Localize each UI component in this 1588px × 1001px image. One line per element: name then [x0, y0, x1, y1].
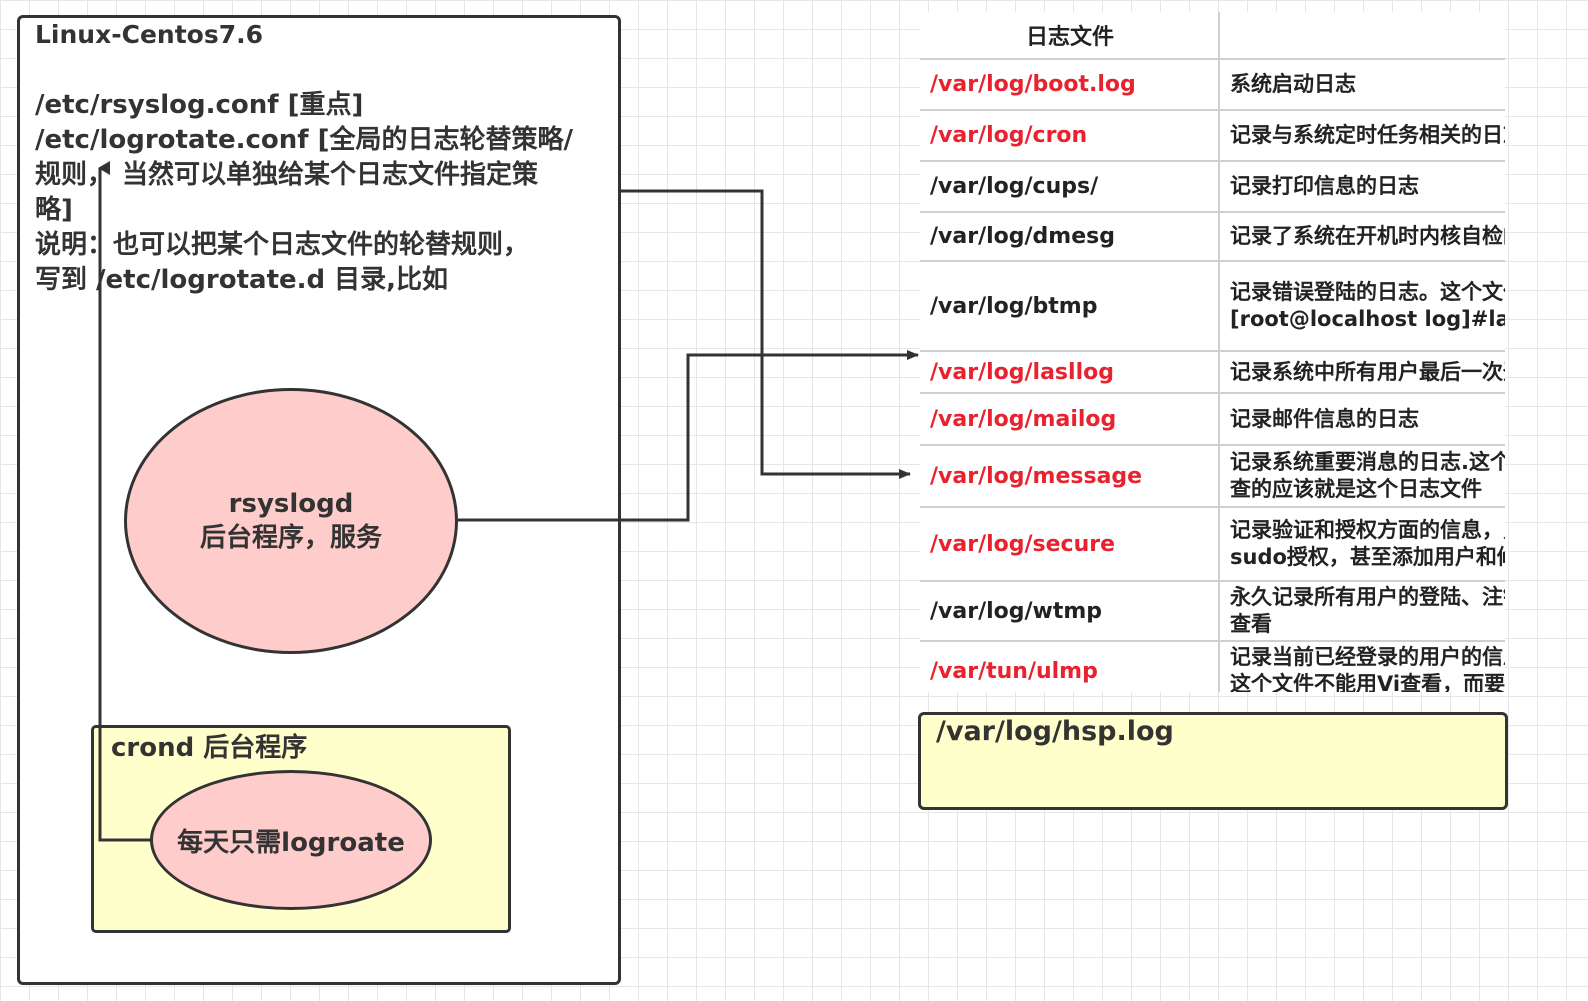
description-line: 记录错误登陆的日志。这个文件 [1230, 280, 1505, 304]
desc-line: 说明：也可以把某个日志文件的轮替规则， [35, 230, 530, 260]
description-line: 这个文件不能用Vi查看，而要 [1230, 672, 1505, 692]
description-line: [root@localhost log]#lastb [1230, 307, 1505, 331]
log-file-description: 永久记录所有用户的登陆、注销查看 [1219, 581, 1505, 642]
description-line: 记录系统中所有用户最后一次登 [1230, 359, 1505, 384]
desc-line: 略] [35, 195, 73, 225]
description-line: sudo授权，甚至添加用户和修 [1230, 545, 1505, 569]
description-line: 记录与系统定时任务相关的日志 [1230, 123, 1505, 147]
hsp-log-label: /var/log/hsp.log [936, 716, 1174, 747]
table-row: /var/log/dmesg 记录了系统在开机时内核自检的 [920, 212, 1505, 262]
header-description [1219, 12, 1505, 60]
table-row: /var/log/boot.log 系统启动日志 [920, 59, 1505, 111]
desc-line: 写到 /etc/logrotate.d 目录,比如 [35, 265, 449, 295]
log-file-path: /var/log/boot.log [920, 59, 1220, 111]
connector-logroate-to-config [98, 161, 152, 842]
table-row: /var/log/btmp 记录错误登陆的日志。这个文件 [root@localho… [920, 261, 1505, 352]
log-file-description: 记录验证和授权方面的信息，只 sudo授权，甚至添加用户和修 [1219, 507, 1505, 582]
table-row: /var/log/mailog 记录邮件信息的日志 [920, 393, 1505, 446]
log-file-description: 记录当前已经登录的用户的信息这个文件不能用Vi查看，而要 [1219, 641, 1505, 692]
linux-box-title: Linux-Centos7.6 [35, 20, 263, 49]
logroate-ellipse[interactable]: 每天只需logroate [150, 770, 432, 910]
log-file-path: /var/log/cups/ [920, 161, 1220, 213]
table-row: /var/log/cups/记录打印信息的日志 [920, 161, 1505, 213]
log-file-description: 记录系统中所有用户最后一次登 [1219, 351, 1505, 394]
log-file-path: /var/log/message [920, 445, 1220, 508]
description-line: 记录打印信息的日志 [1230, 174, 1419, 198]
description-line: 记录系统重要消息的日志.这个 [1230, 450, 1505, 474]
log-file-description: 记录了系统在开机时内核自检的 [1219, 212, 1505, 262]
description-line: 记录验证和授权方面的信息，只 [1230, 518, 1505, 542]
rsyslogd-label: rsyslogd [228, 489, 354, 519]
desc-line: 规则， 当然可以单独给某个日志文件指定策 [35, 160, 539, 190]
log-file-description: 记录与系统定时任务相关的日志 [1219, 110, 1505, 162]
connector-config-to-message [621, 189, 911, 479]
table-header-row: 日志文件 [920, 12, 1505, 60]
rsyslogd-ellipse[interactable]: rsyslogd 后台程序，服务 [124, 388, 458, 654]
desc-line: /etc/rsyslog.conf [重点] [35, 90, 364, 120]
log-file-path: /var/log/lasllog [920, 351, 1220, 394]
description-line: 查看 [1230, 612, 1272, 636]
log-file-table: 日志文件 /var/log/boot.log 系统启动日志/var/log/cro… [920, 12, 1505, 692]
log-file-path: /var/log/btmp [920, 261, 1220, 352]
log-file-path: /var/log/cron [920, 110, 1220, 162]
log-file-path: /var/log/wtmp [920, 581, 1220, 642]
description-line: 系统启动日志 [1230, 72, 1356, 96]
table-row: /var/log/secure 记录验证和授权方面的信息，只 sudo授权，甚至添加… [920, 507, 1505, 582]
logroate-label: 每天只需logroate [177, 827, 405, 858]
table-row: /var/log/lasllog 记录系统中所有用户最后一次登 [920, 351, 1505, 394]
crond-title: crond 后台程序 [111, 733, 308, 763]
connector-rsyslogd-to-lasllog [458, 350, 919, 522]
log-file-path: /var/log/dmesg [920, 212, 1220, 262]
rsyslogd-sublabel: 后台程序，服务 [199, 523, 382, 553]
log-file-path: /var/log/mailog [920, 393, 1220, 446]
log-file-description: 记录邮件信息的日志 [1219, 393, 1505, 446]
description-line: 记录了系统在开机时内核自检的 [1230, 224, 1505, 248]
description-line: 查的应该就是这个日志文件 [1230, 477, 1482, 501]
description-line: 记录邮件信息的日志 [1230, 406, 1419, 431]
desc-line: /etc/logrotate.conf [全局的日志轮替策略/ [35, 125, 573, 155]
log-file-description: 记录系统重要消息的日志.这个查的应该就是这个日志文件 [1219, 445, 1505, 508]
log-file-description: 记录错误登陆的日志。这个文件 [root@localhost log]#lastb [1219, 261, 1505, 352]
log-file-path: /var/tun/ulmp [920, 641, 1220, 692]
description-line: 记录当前已经登录的用户的信息 [1230, 645, 1505, 669]
log-file-description: 记录打印信息的日志 [1219, 161, 1505, 213]
header-log-file: 日志文件 [920, 12, 1220, 60]
log-file-description: 系统启动日志 [1219, 59, 1505, 111]
config-description: /etc/rsyslog.conf [重点] /etc/logrotate.co… [35, 88, 610, 298]
description-line: 永久记录所有用户的登陆、注销 [1230, 585, 1505, 609]
log-file-path: /var/log/secure [920, 507, 1220, 582]
hsp-log-box[interactable] [918, 712, 1508, 810]
table-row: /var/log/cron 记录与系统定时任务相关的日志 [920, 110, 1505, 162]
